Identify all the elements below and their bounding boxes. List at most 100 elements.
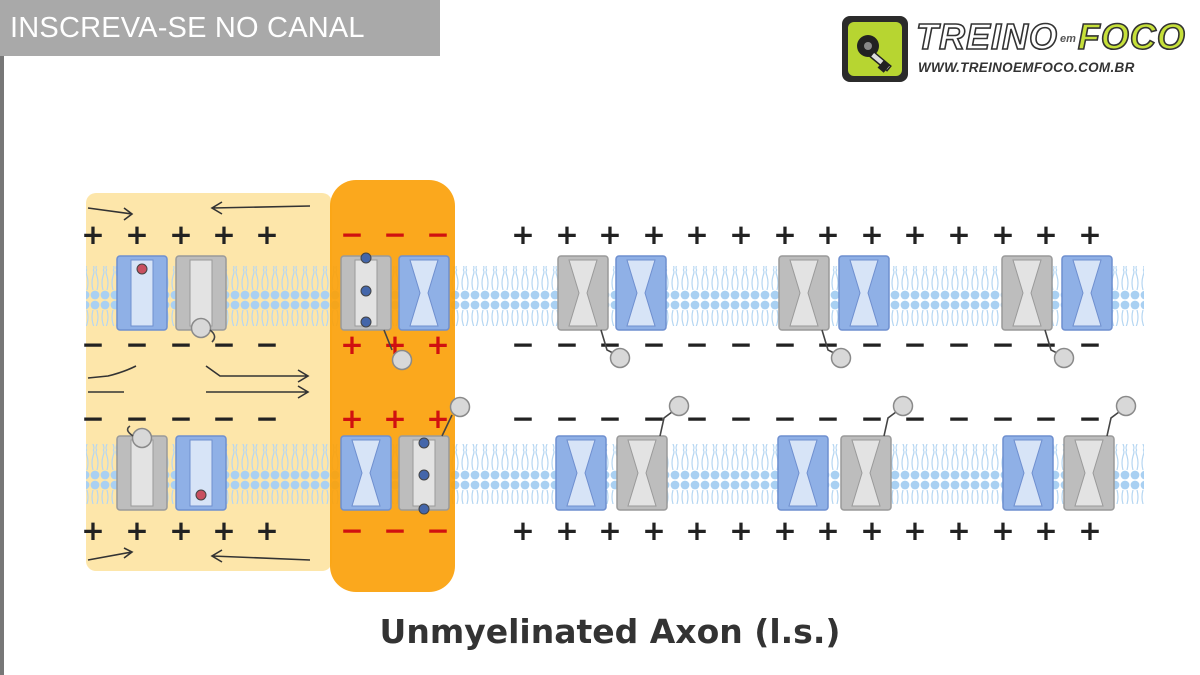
sodium-channel	[1061, 255, 1113, 331]
minus-sign: −	[1034, 402, 1057, 435]
minus-sign: −	[729, 402, 752, 435]
potassium-ion	[418, 469, 430, 481]
minus-sign: −	[555, 402, 578, 435]
minus-sign: −	[340, 218, 363, 251]
minus-sign: −	[81, 328, 104, 361]
minus-sign: −	[991, 402, 1014, 435]
minus-sign: −	[511, 402, 534, 435]
plus-sign: +	[685, 514, 708, 547]
inactivation-tether	[383, 329, 393, 351]
potassium-channel	[1001, 255, 1053, 331]
plus-sign: +	[125, 514, 148, 547]
plus-sign: +	[255, 514, 278, 547]
left-arrow	[210, 549, 311, 563]
minus-sign: −	[383, 514, 406, 547]
minus-sign: −	[511, 328, 534, 361]
plus-sign: +	[816, 514, 839, 547]
plus-sign: +	[212, 218, 235, 251]
potassium-channel	[557, 255, 609, 331]
plus-sign: +	[598, 514, 621, 547]
refractory-zone	[86, 193, 332, 571]
minus-sign: −	[1078, 402, 1101, 435]
plus-sign: +	[1078, 514, 1101, 547]
plus-sign: +	[816, 218, 839, 251]
plus-sign: +	[340, 328, 363, 361]
inactivation-ball	[449, 396, 471, 418]
logo-url: WWW.TREINOEMFOCO.COM.BR	[918, 60, 1135, 75]
minus-sign: −	[816, 402, 839, 435]
plus-sign: +	[426, 402, 449, 435]
minus-sign: −	[598, 402, 621, 435]
minus-sign: −	[212, 402, 235, 435]
sodium-channel	[340, 435, 392, 511]
minus-sign: −	[903, 328, 926, 361]
right-arrow	[205, 365, 310, 383]
sodium-channel	[398, 255, 450, 331]
subscribe-banner[interactable]: INSCREVA-SE NO CANAL	[0, 0, 440, 56]
plus-sign: +	[642, 218, 665, 251]
inactivation-tether	[441, 414, 453, 437]
plus-sign: +	[773, 218, 796, 251]
minus-sign: −	[169, 328, 192, 361]
plus-sign: +	[773, 514, 796, 547]
plus-sign: +	[511, 514, 534, 547]
plus-sign: +	[991, 514, 1014, 547]
minus-sign: −	[729, 328, 752, 361]
plus-sign: +	[903, 218, 926, 251]
plus-sign: +	[685, 218, 708, 251]
plus-sign: +	[642, 514, 665, 547]
upper-membrane	[86, 266, 1144, 326]
plus-sign: +	[860, 514, 883, 547]
minus-sign: −	[642, 402, 665, 435]
minus-sign: −	[212, 328, 235, 361]
inactivation-ball	[1115, 395, 1137, 417]
return-arrow	[87, 365, 137, 379]
inactivation-ball	[830, 347, 852, 369]
potassium-ion	[418, 437, 430, 449]
minus-sign: −	[1034, 328, 1057, 361]
plus-sign: +	[555, 514, 578, 547]
inactivation-tether	[126, 425, 134, 437]
sodium-channel	[1002, 435, 1054, 511]
potassium-channel	[840, 435, 892, 511]
potassium-channel	[116, 435, 168, 511]
inactivation-ball	[668, 395, 690, 417]
minus-sign: −	[255, 328, 278, 361]
minus-sign: −	[1078, 328, 1101, 361]
plus-sign: +	[860, 218, 883, 251]
plus-sign: +	[426, 328, 449, 361]
potassium-ion	[418, 503, 430, 515]
minus-sign: −	[685, 328, 708, 361]
plus-sign: +	[340, 402, 363, 435]
minus-sign: −	[255, 402, 278, 435]
logo-word-foco: FOCO	[1077, 15, 1186, 58]
minus-sign: −	[860, 402, 883, 435]
lower-membrane	[86, 444, 1144, 504]
plus-sign: +	[383, 402, 406, 435]
potassium-channel	[1063, 435, 1115, 511]
right-arrow	[206, 385, 310, 399]
minus-sign: −	[685, 402, 708, 435]
inactivation-ball	[892, 395, 914, 417]
plus-sign: +	[125, 218, 148, 251]
plus-sign: +	[1034, 514, 1057, 547]
minus-sign: −	[773, 402, 796, 435]
minus-sign: −	[340, 514, 363, 547]
inactivation-tether	[883, 411, 897, 437]
inactivation-tether	[209, 329, 216, 343]
inactivation-ball	[131, 427, 153, 449]
plus-sign: +	[212, 514, 235, 547]
minus-sign: −	[125, 402, 148, 435]
potassium-ion	[360, 252, 372, 264]
sodium-ion	[136, 263, 148, 275]
diagram-caption: Unmyelinated Axon (l.s.)	[379, 612, 841, 651]
minus-sign: −	[860, 328, 883, 361]
potassium-ion	[360, 285, 372, 297]
dumbbell-icon	[842, 16, 908, 82]
minus-sign: −	[642, 328, 665, 361]
logo-word-treino: TREINO	[915, 15, 1059, 58]
plus-sign: +	[1078, 218, 1101, 251]
